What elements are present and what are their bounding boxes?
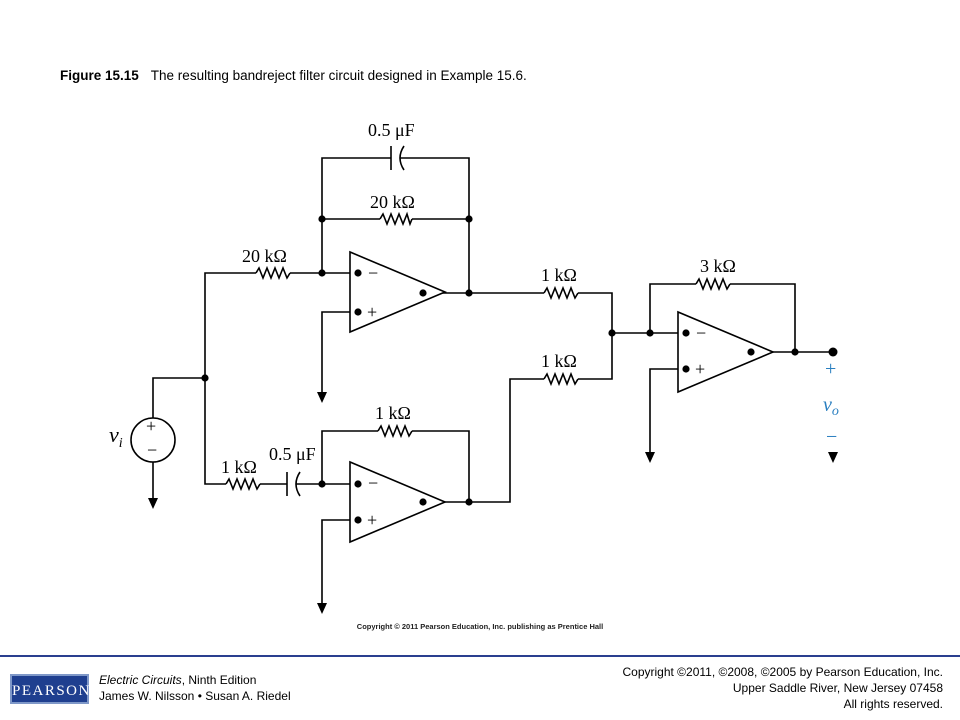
label-c-feedback: 0.5 μF: [368, 120, 415, 140]
resistor-1k-feedback-bottom: [377, 423, 413, 439]
book-edition: , Ninth Edition: [181, 673, 257, 687]
book-authors: James W. Nilsson • Susan A. Riedel: [99, 689, 291, 703]
figure-number: Figure 15.15: [60, 68, 139, 83]
junction-dot: [318, 269, 326, 277]
wire: [649, 283, 696, 333]
junction-dot: [419, 289, 427, 297]
resistor-20k-feedback: [379, 211, 413, 227]
wire: [204, 272, 256, 378]
junction-dot: [608, 329, 616, 337]
junction-dot: [318, 215, 326, 223]
junction-dot: [682, 365, 690, 373]
wire: [321, 430, 378, 484]
op-amp-top-minus: −: [368, 263, 378, 283]
junction-dot: [419, 498, 427, 506]
wire: [321, 157, 391, 273]
wire: [321, 311, 350, 392]
resistor-1k-sum-top: [543, 285, 579, 301]
output-terminal: [828, 347, 838, 357]
source-minus: −: [147, 440, 157, 460]
copyright-line-3: All rights reserved.: [843, 697, 943, 711]
ground-arrow: [645, 452, 655, 463]
op-amp-output: [677, 310, 776, 394]
label-r-out-feedback: 3 kΩ: [700, 256, 736, 276]
figure-caption: Figure 15.15 The resulting bandreject fil…: [60, 68, 527, 83]
wire: [424, 378, 544, 503]
circuit-wires: [152, 157, 832, 603]
label-r-input-top: 20 kΩ: [242, 246, 287, 266]
resistor-3k-feedback: [695, 276, 731, 292]
junction-dot: [791, 348, 799, 356]
circuit-diagram: 0.5 μF 20 kΩ 20 kΩ 1 kΩ 1 kΩ 3 kΩ 1 kΩ 1…: [109, 120, 839, 614]
junction-dot: [465, 498, 473, 506]
pearson-logo: PEARSON: [10, 674, 89, 704]
wire: [730, 283, 796, 352]
footer-divider: [0, 655, 960, 657]
output-label: vo: [823, 394, 839, 419]
junction-dot: [354, 308, 362, 316]
label-r-input-bottom: 1 kΩ: [221, 457, 257, 477]
junction-dot: [646, 329, 654, 337]
output-minus: −: [826, 426, 837, 448]
label-r-feedback-bottom: 1 kΩ: [375, 403, 411, 423]
wire: [152, 377, 205, 419]
label-r-feedback-top: 20 kΩ: [370, 192, 415, 212]
wire: [412, 430, 470, 502]
wire: [578, 292, 678, 334]
junction-dot: [465, 215, 473, 223]
ground-arrow: [317, 603, 327, 614]
junction-dot: [354, 480, 362, 488]
figure-copyright: Copyright © 2011 Pearson Education, Inc.…: [356, 622, 604, 631]
wire: [204, 378, 226, 485]
source-label: vi: [109, 422, 123, 451]
publisher-copyright: Copyright ©2011, ©2008, ©2005 by Pearson…: [622, 664, 943, 712]
source-plus: +: [146, 416, 156, 436]
wire: [649, 368, 678, 452]
book-title: Electric Circuits: [99, 673, 182, 687]
ground-arrow: [148, 498, 158, 509]
label-c-input-bottom: 0.5 μF: [269, 444, 316, 464]
label-r-sum-bottom: 1 kΩ: [541, 351, 577, 371]
copyright-line-2: Upper Saddle River, New Jersey 07458: [732, 681, 943, 695]
resistor-20k-input: [255, 265, 291, 281]
junction-dot: [201, 374, 209, 382]
wire: [321, 519, 350, 603]
op-amp-top: [349, 250, 448, 334]
capacitor-input-bottom: [286, 471, 301, 497]
op-amp-bottom-plus: +: [367, 510, 377, 530]
op-amp-bottom-minus: −: [368, 473, 378, 493]
junction-dot: [354, 516, 362, 524]
op-amp-output-plus: +: [695, 359, 705, 379]
output-plus: +: [825, 358, 836, 380]
junction-dot: [682, 329, 690, 337]
resistor-1k-sum-bottom: [543, 371, 579, 387]
ground-arrow: [317, 392, 327, 403]
voltage-source: [130, 417, 176, 463]
copyright-line-1: Copyright ©2011, ©2008, ©2005 by Pearson…: [622, 665, 943, 679]
wire: [578, 333, 613, 380]
junction-dot: [354, 269, 362, 277]
label-r-sum-top: 1 kΩ: [541, 265, 577, 285]
junction-dot: [465, 289, 473, 297]
book-info: Electric Circuits, Ninth Edition James W…: [99, 672, 291, 704]
figure-caption-text: The resulting bandreject filter circuit …: [150, 68, 527, 83]
op-amp-top-plus: +: [367, 302, 377, 322]
resistor-1k-input-bottom: [225, 476, 261, 492]
wire: [400, 157, 470, 293]
op-amp-output-minus: −: [696, 323, 706, 343]
junction-dot: [318, 480, 326, 488]
op-amp-bottom: [349, 460, 448, 544]
output-ground-arrow: [828, 452, 838, 463]
junction-dot: [747, 348, 755, 356]
capacitor-feedback: [390, 145, 405, 171]
